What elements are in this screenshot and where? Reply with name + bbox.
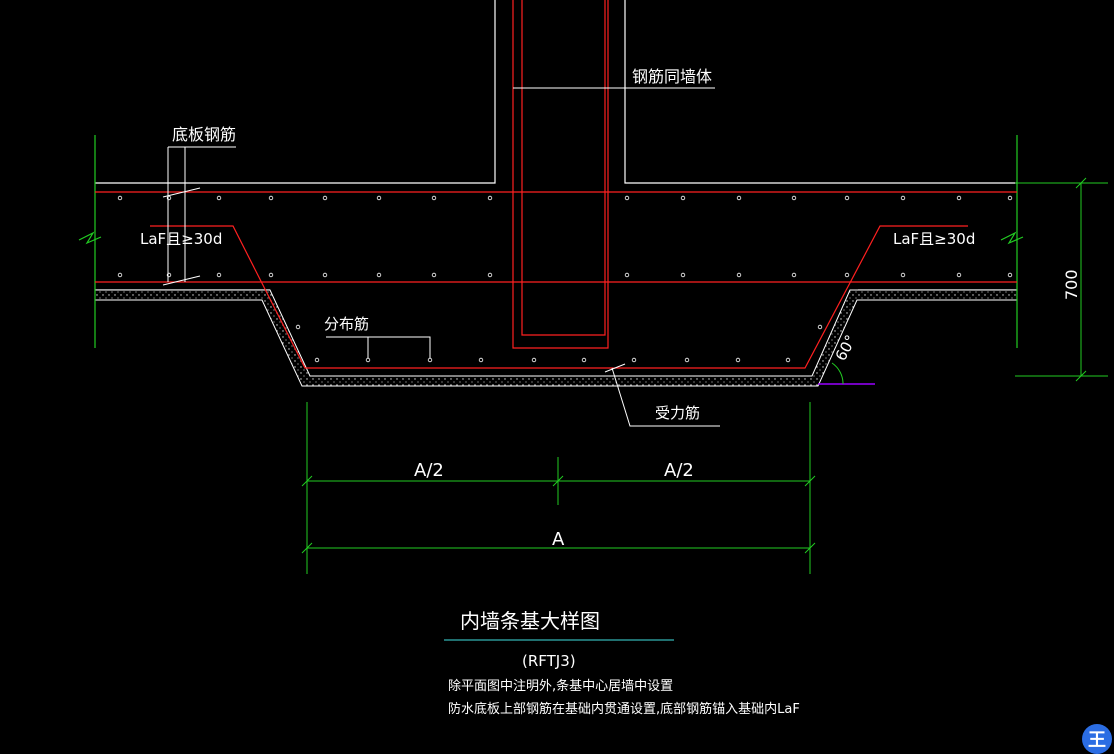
wall-rebar-label: 钢筋同墙体 — [632, 67, 712, 86]
drawing-code: (RFTJ3) — [522, 652, 576, 670]
rebar-dot — [680, 272, 686, 278]
break-lines — [78, 135, 1024, 348]
rebar-dot — [268, 272, 274, 278]
rebar-dot — [216, 272, 222, 278]
rebar-dot — [295, 324, 301, 330]
rebar-dot — [680, 195, 686, 201]
angle-mark — [818, 362, 875, 385]
rebar-dot — [376, 195, 382, 201]
rebar-dot — [478, 357, 484, 363]
rebar-dot — [376, 272, 382, 278]
rebar-dot — [117, 272, 123, 278]
half-width-label-left: A/2 — [414, 460, 444, 481]
distribution-rebar-label: 分布筋 — [324, 315, 369, 333]
rebar-dot — [117, 195, 123, 201]
rebar-dot — [631, 357, 637, 363]
rebar-dot — [431, 195, 437, 201]
rebar-dot — [1007, 195, 1013, 201]
rebar-dot — [844, 272, 850, 278]
note-line-1: 除平面图中注明外,条基中心居墙中设置 — [448, 678, 673, 694]
rebar-dot — [581, 357, 587, 363]
rebar-lines — [95, 0, 1017, 369]
rebar-dot — [166, 195, 172, 201]
cushion-layer — [94, 289, 1018, 387]
rebar-dot — [322, 195, 328, 201]
rebar-dot — [166, 272, 172, 278]
rebar-dot — [624, 195, 630, 201]
watermark-logo: 王 — [1082, 724, 1112, 754]
half-width-label-right: A/2 — [664, 460, 694, 481]
rebar-dot — [736, 272, 742, 278]
drawing-title: 内墙条基大样图 — [460, 609, 600, 633]
rebar-dot — [844, 195, 850, 201]
wall-outline — [95, 0, 1017, 184]
rebar-dot — [684, 357, 690, 363]
rebar-dot — [956, 272, 962, 278]
rebar-dot — [791, 195, 797, 201]
rebar-dot — [791, 272, 797, 278]
rebar-dot — [431, 272, 437, 278]
rebar-dot — [531, 357, 537, 363]
dimension-lines — [301, 177, 1108, 574]
main-rebar-label: 受力筋 — [655, 404, 700, 422]
rebar-dot — [427, 357, 433, 363]
rebar-dot — [900, 195, 906, 201]
rebar-dot — [736, 195, 742, 201]
anchor-label-left: LaF且≥30d — [140, 230, 222, 248]
rebar-dot — [268, 195, 274, 201]
rebar-dot — [1007, 272, 1013, 278]
rebar-dot — [487, 272, 493, 278]
rebar-dot — [322, 272, 328, 278]
leader-lines — [162, 87, 720, 427]
anchor-label-right: LaF且≥30d — [893, 230, 975, 248]
rebar-dot — [314, 357, 320, 363]
slab-rebar-label: 底板钢筋 — [172, 125, 236, 144]
rebar-dot — [817, 324, 823, 330]
rebar-dot — [365, 357, 371, 363]
distribution-rebar-dots — [117, 195, 1013, 363]
full-width-label: A — [552, 529, 565, 550]
rebar-dot — [216, 195, 222, 201]
rebar-dot — [900, 272, 906, 278]
rebar-dot — [956, 195, 962, 201]
rebar-dot — [735, 357, 741, 363]
rebar-dot — [785, 357, 791, 363]
rebar-dot — [487, 195, 493, 201]
rebar-dot — [624, 272, 630, 278]
height-dimension-label: 700 — [1062, 269, 1081, 300]
note-line-2: 防水底板上部钢筋在基础内贯通设置,底部钢筋锚入基础内LaF — [448, 701, 800, 717]
